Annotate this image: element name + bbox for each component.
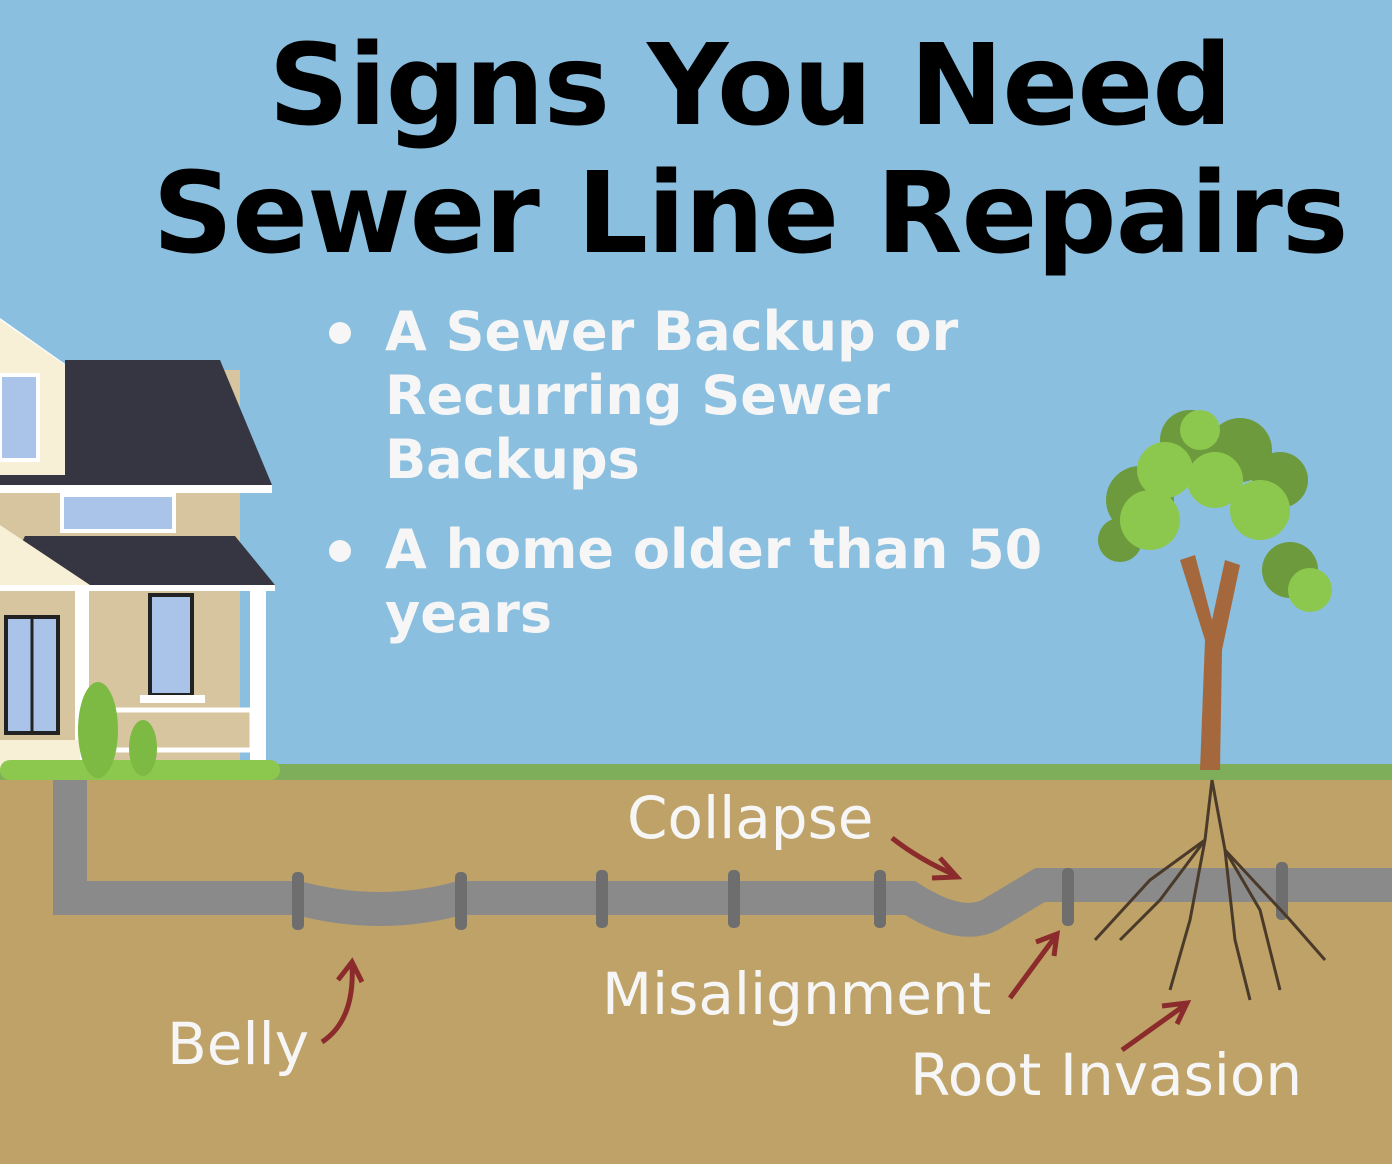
arrow-belly bbox=[320, 964, 355, 1045]
label-collapse: Collapse bbox=[627, 784, 874, 852]
list-item-text: A home older than 50 years bbox=[385, 518, 1043, 645]
arrow-collapse bbox=[890, 836, 956, 878]
shrub bbox=[129, 720, 157, 776]
house-illustration bbox=[0, 318, 275, 770]
tree-roots bbox=[1093, 779, 1327, 1001]
list-item-text: A Sewer Backup or Recurring Sewer Backup… bbox=[385, 300, 959, 491]
shrub bbox=[78, 682, 118, 778]
title-line-2: Sewer Line Repairs bbox=[152, 149, 1349, 279]
label-belly: Belly bbox=[167, 1010, 310, 1078]
arrows bbox=[320, 836, 1192, 1053]
grass bbox=[0, 764, 1392, 780]
arrow-misalignment bbox=[1007, 935, 1058, 1000]
page-title: Signs You Need Sewer Line Repairs bbox=[150, 22, 1350, 278]
ground bbox=[0, 778, 1392, 1164]
arrow-root-invasion bbox=[1120, 1002, 1187, 1053]
pipe-joints bbox=[292, 862, 1288, 930]
bullet-dot bbox=[329, 540, 351, 562]
list-item: A Sewer Backup or Recurring Sewer Backup… bbox=[325, 300, 1045, 492]
bullet-dot bbox=[329, 322, 351, 344]
list-item: A home older than 50 years bbox=[325, 518, 1045, 646]
label-misalignment: Misalignment bbox=[602, 960, 992, 1028]
label-root-invasion: Root Invasion bbox=[910, 1041, 1303, 1109]
tree-illustration bbox=[1098, 410, 1332, 770]
title-line-1: Signs You Need bbox=[268, 21, 1233, 151]
signs-list: A Sewer Backup or Recurring Sewer Backup… bbox=[325, 300, 1045, 672]
